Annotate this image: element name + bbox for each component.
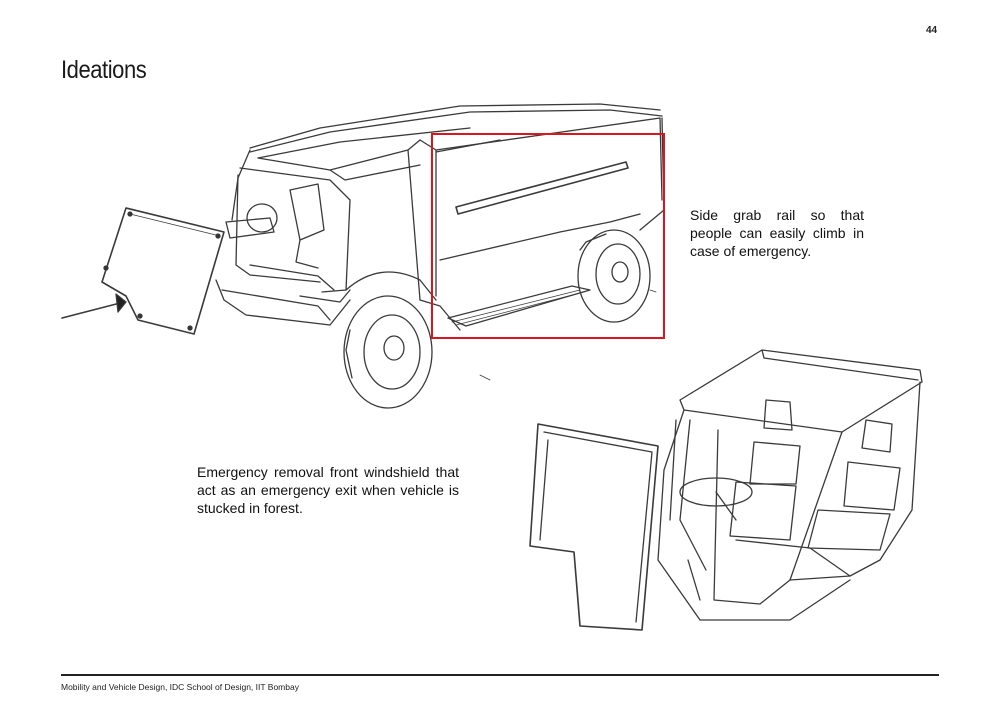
windshield-caption: Emergency removal front windshield that … xyxy=(197,464,459,516)
vehicle-sketch xyxy=(215,103,665,409)
page-title: Ideations xyxy=(61,56,147,84)
footer-text: Mobility and Vehicle Design, IDC School … xyxy=(61,682,299,692)
side-rail-caption: Side grab rail so that people can easily… xyxy=(690,207,864,259)
cabin-sketch xyxy=(657,349,923,621)
footer-divider xyxy=(61,674,939,676)
page-number: 44 xyxy=(926,25,938,36)
cabin-windshield-sketch xyxy=(529,423,659,631)
detached-windshield-sketch xyxy=(61,207,225,335)
side-rail-highlight-box xyxy=(431,133,665,339)
